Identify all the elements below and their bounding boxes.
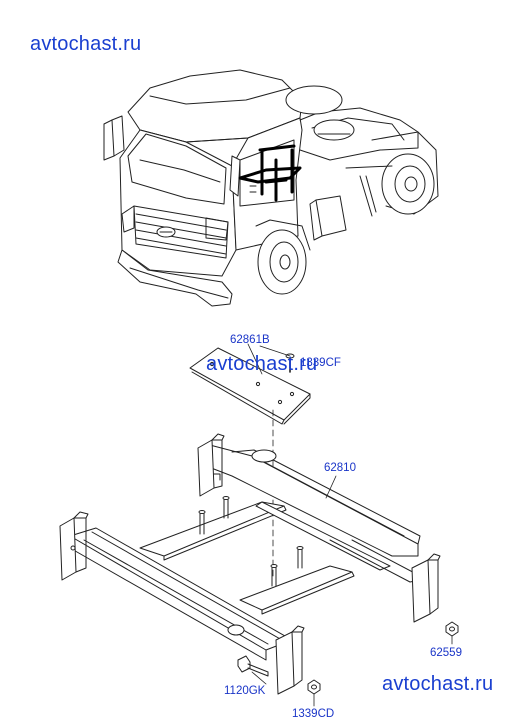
bolt-icon (237, 655, 269, 677)
part-label-1339CF[interactable]: 1339CF (300, 357, 341, 369)
watermark-top: avtochast.ru (30, 33, 142, 55)
frame-bracket-assembly-drawing (59, 433, 441, 695)
part-label-62559[interactable]: 62559 (430, 647, 462, 659)
watermark-middle: avtochast.ru (206, 353, 318, 375)
part-label-1339CD[interactable]: 1339CD (292, 708, 335, 720)
truck-tractor-illustration (103, 69, 439, 307)
leader-lines (247, 343, 453, 707)
part-label-62861B[interactable]: 62861B (230, 334, 270, 346)
part-label-62810[interactable]: 62810 (324, 462, 356, 474)
watermark-bottom: avtochast.ru (382, 673, 494, 695)
part-label-1120GK[interactable]: 1120GK (224, 685, 266, 697)
nut-icon (445, 621, 459, 637)
nut-icon-lower (307, 679, 321, 695)
